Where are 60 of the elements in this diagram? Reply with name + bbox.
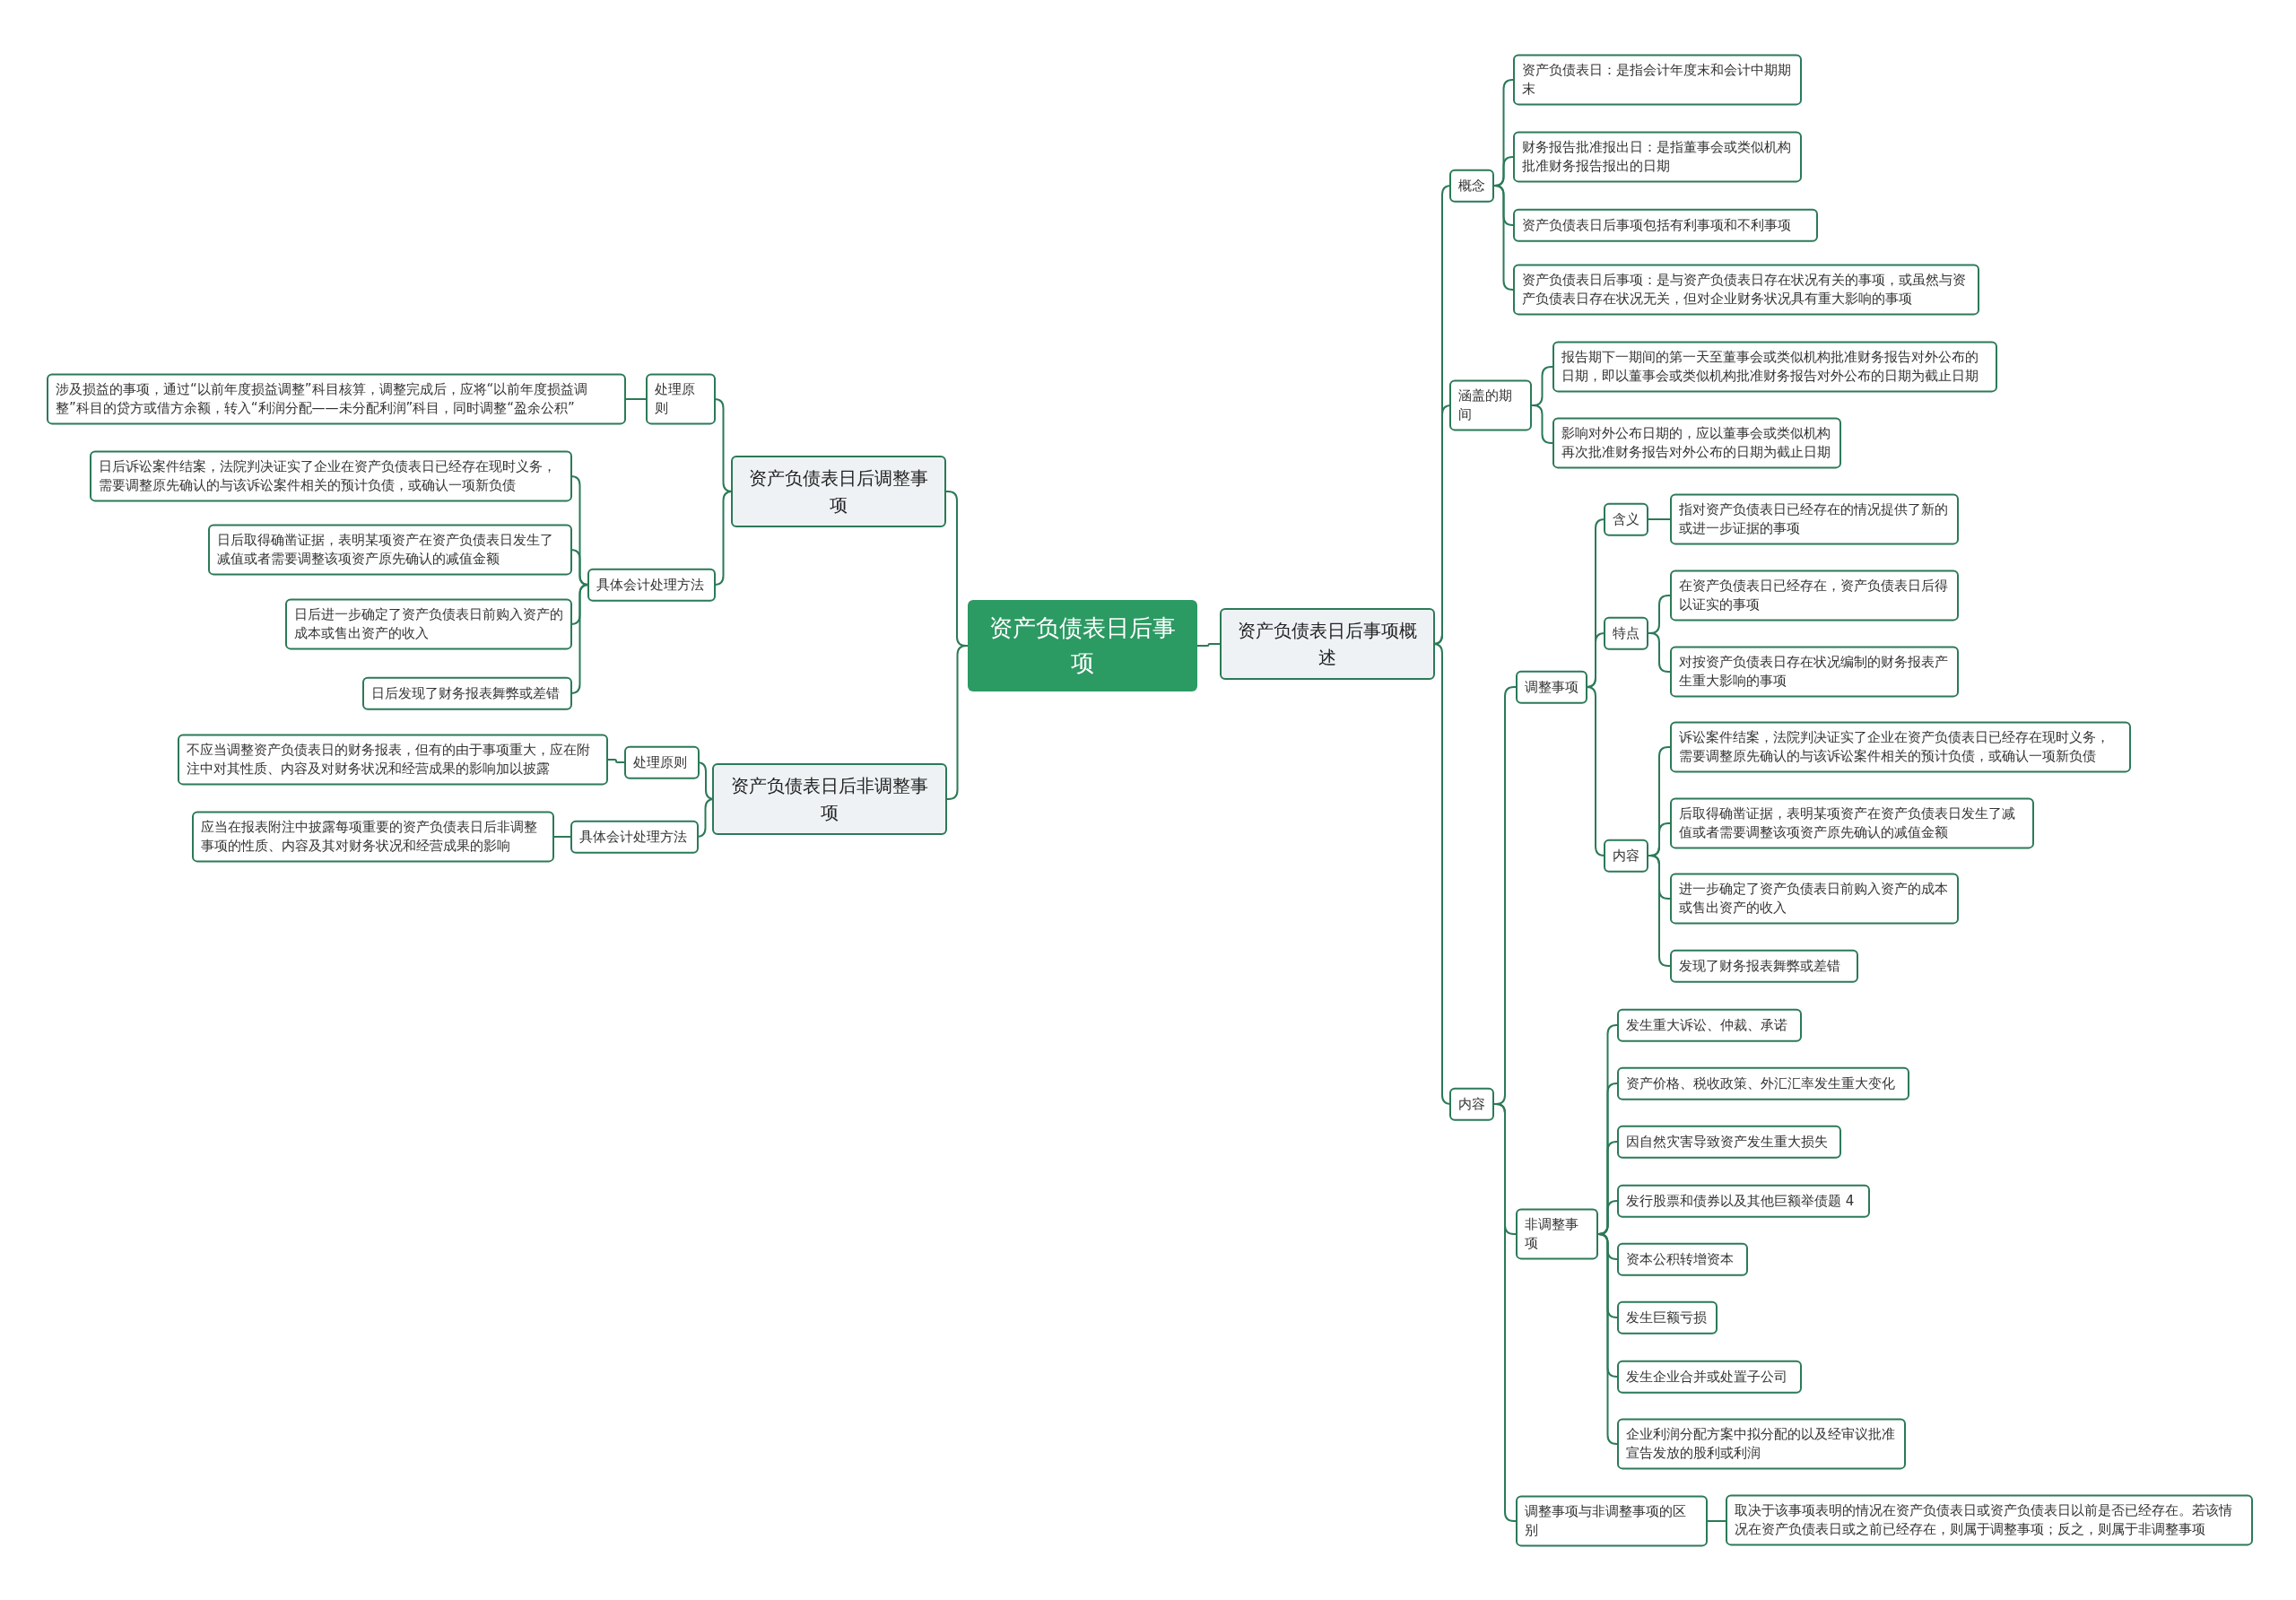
central-topic: 资产负债表日后事项 bbox=[968, 600, 1197, 691]
subtopic-box: 涵盖的期间 bbox=[1449, 379, 1532, 431]
connector-line bbox=[1493, 1103, 1517, 1522]
connector-line bbox=[1648, 632, 1671, 673]
subtopic-box: 日后进一步确定了资产负债表日前购入资产的成本或售出资产的收入 bbox=[285, 598, 572, 650]
subtopic-box: 发生企业合并或处置子公司 bbox=[1617, 1360, 1802, 1394]
subtopic-box: 影响对外公布日期的，应以董事会或类似机构再次批准财务报告对外公布的日期为截止日期 bbox=[1552, 417, 1841, 469]
subtopic-box: 日后发现了财务报表舞弊或差错 bbox=[362, 676, 572, 710]
subtopic-box: 内容 bbox=[1604, 839, 1648, 873]
subtopic-box: 因自然灾害导致资产发生重大损失 bbox=[1617, 1125, 1841, 1159]
subtopic-box: 资产负债表日后事项：是与资产负债表日存在状况有关的事项，或虽然与资产负债表日存在状况无关，但对企业财务状况具有重大影响的事项 bbox=[1513, 264, 1979, 316]
main-topic: 资产负债表日后事项概述 bbox=[1220, 608, 1435, 680]
subtopic-box: 在资产负债表日已经存在，资产负债表日后得以证实的事项 bbox=[1670, 570, 1959, 622]
subtopic-box: 后取得确凿证据，表明某项资产在资产负债表日发生了减值或者需要调整该项资产原先确认的减值金额 bbox=[1670, 797, 2034, 849]
subtopic-box: 非调整事项 bbox=[1516, 1208, 1598, 1260]
subtopic-box: 诉讼案件结案，法院判决证实了企业在资产负债表日已经存在现时义务，需要调整原先确认的与该诉讼案件相关的预计负债，或确认一项新负债 bbox=[1670, 721, 2131, 773]
subtopic-box: 发生巨额亏损 bbox=[1617, 1300, 1718, 1335]
subtopic-box: 财务报告批准报出日：是指董事会或类似机构批准财务报告报出的日期 bbox=[1513, 131, 1802, 183]
connector-line bbox=[1196, 643, 1221, 647]
subtopic-box: 进一步确定了资产负债表日前购入资产的成本或售出资产的收入 bbox=[1670, 873, 1959, 925]
subtopic-box: 应当在报表附注中披露每项重要的资产负债表日后非调整事项的性质、内容及其对财务状况和经营成果的影响 bbox=[192, 811, 554, 863]
connector-line bbox=[1531, 404, 1553, 444]
subtopic-box: 具体会计处理方法 bbox=[587, 568, 716, 602]
subtopic-box: 内容 bbox=[1449, 1087, 1494, 1121]
subtopic-box: 日后诉讼案件结案，法院判决证实了企业在资产负债表日已经存在现时义务，需要调整原先确认的与该诉讼案件相关的预计负债，或确认一项新负债 bbox=[90, 450, 572, 502]
connector-line bbox=[1648, 518, 1671, 520]
subtopic-box: 发现了财务报表舞弊或差错 bbox=[1670, 949, 1858, 983]
subtopic-box: 资产价格、税收政策、外汇汇率发生重大变化 bbox=[1617, 1066, 1909, 1100]
subtopic-box: 处理原则 bbox=[624, 745, 700, 779]
subtopic-box: 调整事项 bbox=[1516, 670, 1587, 704]
connector-line bbox=[625, 398, 647, 400]
subtopic-box: 资产负债表日后事项包括有利事项和不利事项 bbox=[1513, 208, 1818, 242]
subtopic-box: 报告期下一期间的第一天至董事会或类似机构批准财务报告对外公布的日期，即以董事会或类似机构批准财务报告对外公布的日期为截止日期 bbox=[1552, 341, 1997, 393]
subtopic-box: 概念 bbox=[1449, 169, 1494, 203]
subtopic-box: 处理原则 bbox=[646, 373, 716, 425]
subtopic-box: 不应当调整资产负债表日的财务报表，但有的由于事项重大，应在附注中对其性质、内容及对财务状况和经营成果的影响加以披露 bbox=[178, 734, 608, 786]
subtopic-box: 发生重大诉讼、仲裁、承诺 bbox=[1617, 1008, 1802, 1042]
connector-line bbox=[1707, 1520, 1726, 1522]
main-topic: 资产负债表日后调整事项 bbox=[731, 456, 946, 527]
connector-line bbox=[1648, 855, 1671, 967]
connector-line bbox=[1586, 686, 1605, 857]
subtopic-box: 调整事项与非调整事项的区别 bbox=[1516, 1495, 1708, 1547]
main-topic: 资产负债表日后非调整事项 bbox=[712, 763, 947, 835]
subtopic-box: 发行股票和债券以及其他巨额举债题 4 bbox=[1617, 1184, 1870, 1218]
subtopic-box: 取决于该事项表明的情况在资产负债表日或资产负债表日以前是否已经存在。若该情况在资产负债表日或之前已经存在，则属于调整事项；反之，则属于非调整事项 bbox=[1726, 1494, 2253, 1546]
subtopic-box: 指对资产负债表日已经存在的情况提供了新的或进一步证据的事项 bbox=[1670, 493, 1959, 545]
subtopic-box: 资产负债表日：是指会计年度末和会计中期期末 bbox=[1513, 54, 1802, 106]
connector-line bbox=[1493, 185, 1514, 291]
connector-line bbox=[1597, 1233, 1618, 1445]
subtopic-box: 含义 bbox=[1604, 502, 1648, 536]
subtopic-box: 具体会计处理方法 bbox=[570, 820, 699, 854]
subtopic-box: 对按资产负债表日存在状况编制的财务报表产生重大影响的事项 bbox=[1670, 646, 1959, 698]
connector-line bbox=[946, 645, 969, 800]
subtopic-box: 企业利润分配方案中拟分配的以及经审议批准宣告发放的股利或利润 bbox=[1617, 1418, 1906, 1470]
subtopic-box: 日后取得确凿证据，表明某项资产在资产负债表日发生了减值或者需要调整该项资产原先确认的减值金额 bbox=[208, 524, 572, 576]
connector-line bbox=[607, 759, 625, 763]
subtopic-box: 涉及损益的事项，通过“以前年度损益调整”科目核算，调整完成后，应将“以前年度损益调整”科目的贷方或借方余额，转入“利润分配——未分配利润”科目，同时调整“盈余公积” bbox=[47, 373, 626, 425]
connector-line bbox=[553, 836, 571, 838]
subtopic-box: 资本公积转增资本 bbox=[1617, 1242, 1748, 1276]
subtopic-box: 特点 bbox=[1604, 616, 1648, 650]
